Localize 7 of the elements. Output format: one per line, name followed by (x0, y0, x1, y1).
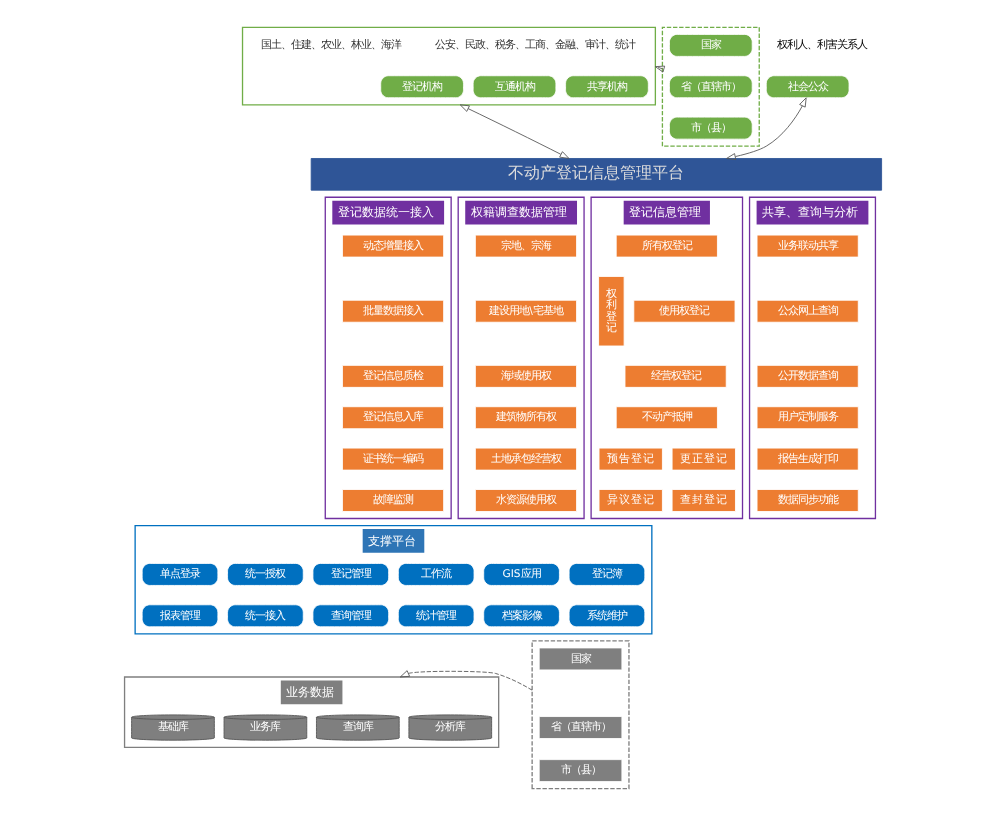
arrow (726, 97, 807, 161)
cluster (241, 26, 657, 106)
arrow (654, 65, 666, 73)
cluster (531, 640, 630, 790)
cluster (661, 26, 760, 147)
arrow (459, 104, 570, 159)
arrow (399, 670, 533, 691)
